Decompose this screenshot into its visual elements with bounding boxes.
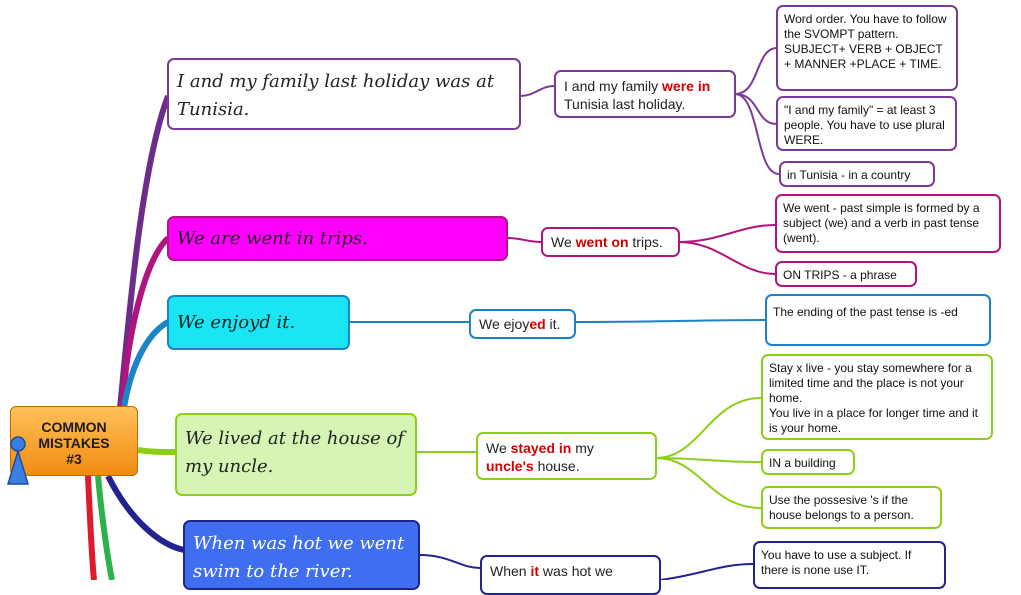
correction-5-text-c: was hot we bbox=[539, 563, 613, 579]
correction-node-1[interactable]: I and my family were in Tunisia last hol… bbox=[554, 70, 736, 118]
connector-lines bbox=[85, 47, 780, 580]
note-7-text-b: You live in a place for longer time and … bbox=[769, 406, 979, 435]
correction-1-text-a: I and my family bbox=[564, 78, 663, 94]
mistake-text-5: When was hot we went swim to the river. bbox=[193, 533, 405, 582]
correction-3-highlight: ed bbox=[529, 316, 546, 332]
correction-2-highlight: went on bbox=[575, 234, 629, 250]
central-topic[interactable]: COMMON MISTAKES #3 bbox=[10, 406, 138, 476]
correction-1-text-c: Tunisia last holiday. bbox=[564, 96, 686, 112]
note-6-text: The ending of the past tense is -ed bbox=[773, 305, 958, 319]
note-3-text: in Tunisia - in a country bbox=[787, 168, 911, 182]
note-7-text-a: Stay x live - you stay somewhere for a l… bbox=[769, 361, 972, 405]
correction-node-5[interactable]: When it was hot we bbox=[480, 555, 661, 595]
correction-3-text-c: it. bbox=[545, 316, 561, 332]
note-node-6[interactable]: The ending of the past tense is -ed bbox=[765, 294, 991, 346]
correction-node-4[interactable]: We stayed in my uncle's house. bbox=[476, 432, 657, 480]
note-4-text: We went - past simple is formed by a sub… bbox=[783, 201, 980, 245]
note-node-10[interactable]: You have to use a subject. If there is n… bbox=[753, 541, 946, 589]
central-line-3: #3 bbox=[66, 451, 82, 467]
note-1-text: Word order. You have to follow the SVOMP… bbox=[784, 12, 947, 71]
correction-node-3[interactable]: We ejoyed it. bbox=[469, 309, 576, 339]
mistake-node-4[interactable]: We lived at the house of my uncle. bbox=[175, 413, 417, 496]
correction-node-2[interactable]: We went on trips. bbox=[541, 227, 680, 257]
mistake-text-1: I and my family last holiday was at Tuni… bbox=[177, 71, 495, 120]
mistake-node-5[interactable]: When was hot we went swim to the river. bbox=[183, 520, 420, 590]
correction-5-text-a: When bbox=[490, 563, 531, 579]
note-node-9[interactable]: Use the possesive 's if the house belong… bbox=[761, 486, 942, 529]
note-node-2[interactable]: "I and my family" = at least 3 people. Y… bbox=[776, 96, 957, 151]
note-node-5[interactable]: ON TRIPS - a phrase bbox=[775, 261, 917, 287]
note-node-7[interactable]: Stay x live - you stay somewhere for a l… bbox=[761, 354, 993, 440]
mistake-node-1[interactable]: I and my family last holiday was at Tuni… bbox=[167, 58, 521, 130]
note-node-4[interactable]: We went - past simple is formed by a sub… bbox=[775, 194, 1001, 253]
correction-4-text-c: my bbox=[571, 440, 594, 456]
mistake-text-2: We are went in trips. bbox=[177, 228, 368, 249]
correction-2-text-a: We bbox=[551, 234, 576, 250]
correction-4-text-a: We bbox=[486, 440, 511, 456]
note-8-text: IN a building bbox=[769, 456, 836, 470]
mistake-text-3: We enjoyd it. bbox=[177, 312, 296, 333]
note-10-text: You have to use a subject. If there is n… bbox=[761, 548, 912, 577]
central-line-1: COMMON bbox=[41, 419, 107, 435]
mistake-node-2[interactable]: We are went in trips. bbox=[167, 216, 508, 261]
mistake-text-4: We lived at the house of my uncle. bbox=[185, 428, 405, 477]
note-node-1[interactable]: Word order. You have to follow the SVOMP… bbox=[776, 5, 958, 91]
note-9-text: Use the possesive 's if the house belong… bbox=[769, 493, 914, 522]
correction-3-text-a: We ejoy bbox=[479, 316, 530, 332]
mistake-node-3[interactable]: We enjoyd it. bbox=[167, 295, 350, 350]
note-node-8[interactable]: IN a building bbox=[761, 449, 855, 475]
central-line-2: MISTAKES bbox=[38, 435, 110, 451]
correction-4-highlight-2: uncle's bbox=[486, 458, 534, 474]
note-node-3[interactable]: in Tunisia - in a country bbox=[779, 161, 935, 187]
person-icon bbox=[6, 436, 30, 485]
correction-1-highlight: were in bbox=[662, 78, 711, 94]
correction-2-text-c: trips. bbox=[628, 234, 663, 250]
correction-4-text-e: house. bbox=[533, 458, 580, 474]
note-2-text: "I and my family" = at least 3 people. Y… bbox=[784, 103, 945, 147]
correction-4-highlight-1: stayed in bbox=[510, 440, 572, 456]
note-5-text: ON TRIPS - a phrase bbox=[783, 268, 897, 282]
correction-5-highlight: it bbox=[530, 563, 540, 579]
